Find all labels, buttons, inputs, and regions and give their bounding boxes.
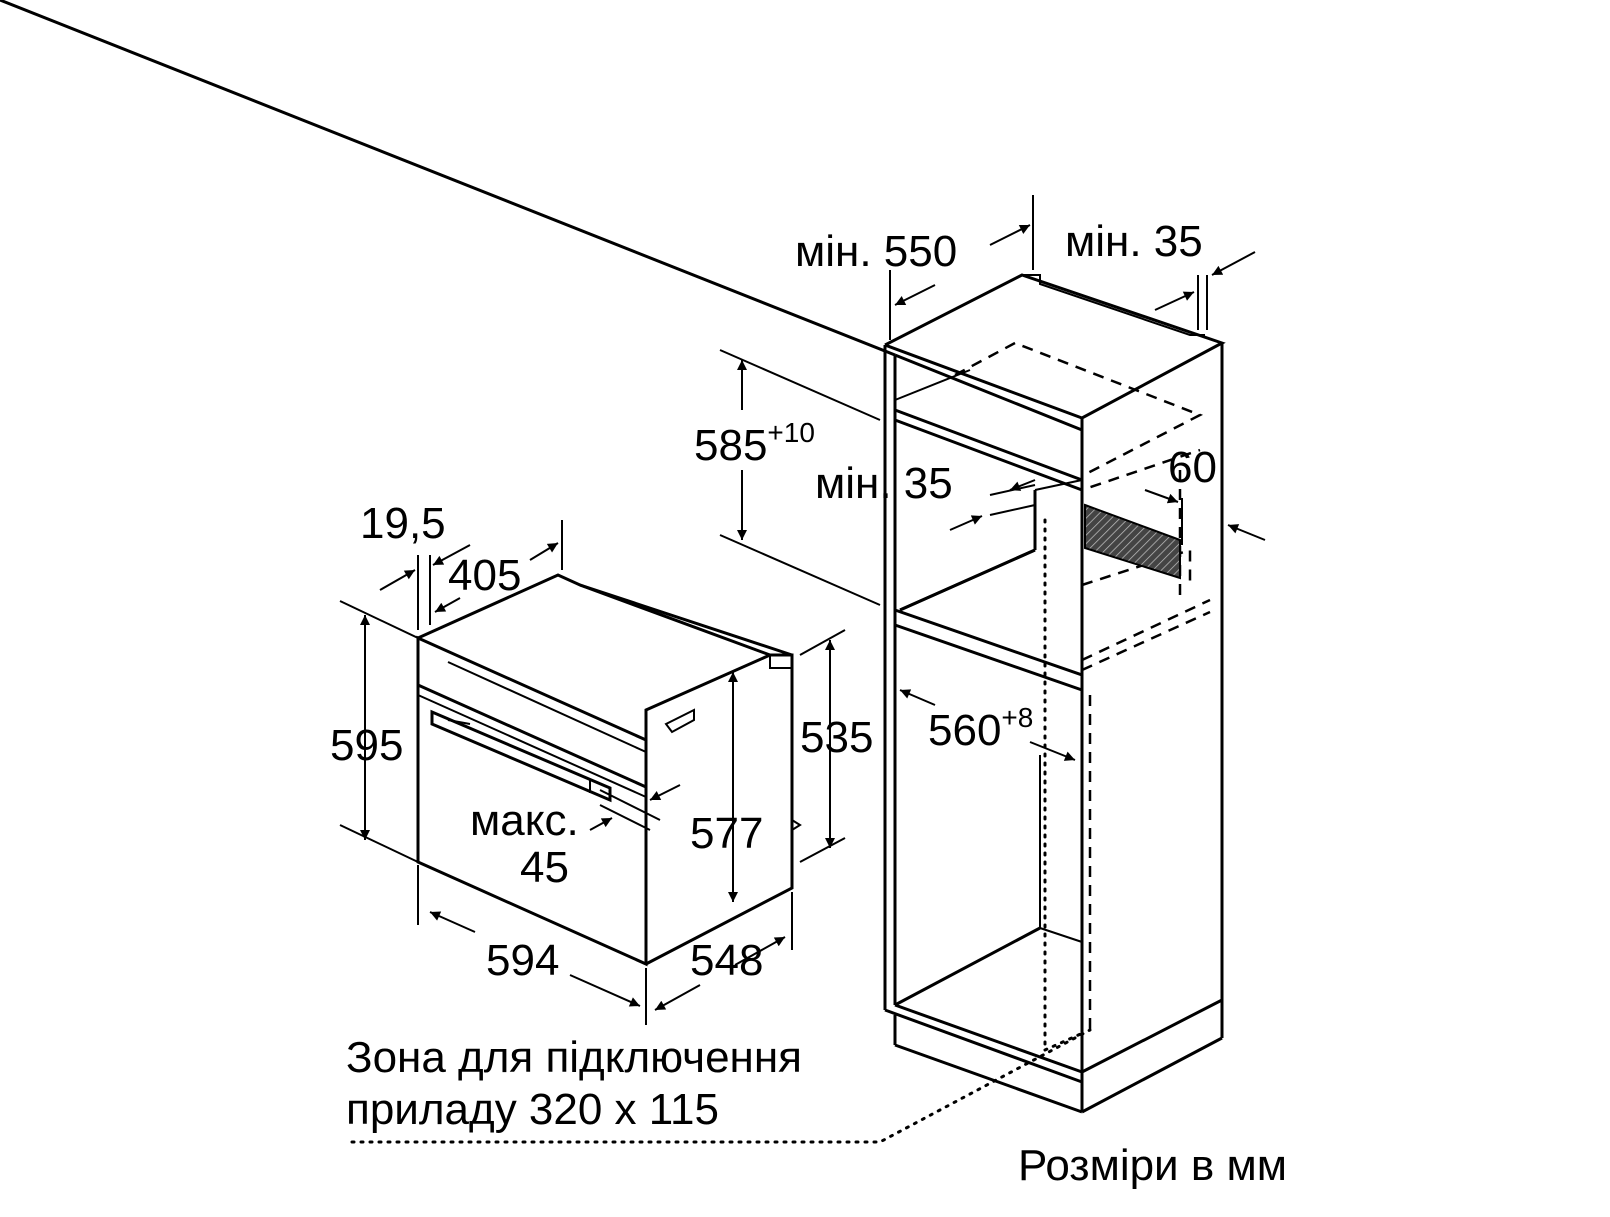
label-max: макс.: [470, 796, 579, 845]
label-oven-height: 595: [330, 721, 403, 770]
cabinet-hidden-lines: [954, 341, 1204, 478]
oven-door-handle: [430, 709, 612, 803]
connection-zone-leader: [350, 1028, 1092, 1144]
label-max-value: 45: [520, 843, 569, 892]
oven-control-panel: [417, 683, 647, 789]
cabinet-drawing: [0, 0, 1226, 1114]
cabinet-top-face: [884, 273, 1226, 420]
label-body-height: 535: [800, 713, 873, 762]
label-door-height: 577: [690, 809, 763, 858]
oven-side-face: [644, 653, 794, 966]
oven-dimension-lines: [339, 520, 846, 1025]
oven-top-face: [417, 573, 793, 657]
label-top-offset: 405: [448, 551, 521, 600]
vent-opening: [1084, 503, 1181, 580]
connection-zone-line2: приладу 320 x 115: [346, 1085, 719, 1134]
label-vent-depth: 60: [1168, 443, 1217, 492]
cabinet-dimension-lines: [719, 195, 1266, 761]
units-note: Розміри в мм: [1018, 1141, 1287, 1190]
label-cavity-height: 585+10: [694, 417, 815, 470]
label-oven-depth: 548: [690, 936, 763, 985]
label-front-panel: 19,5: [360, 499, 446, 548]
dimension-labels: мін. 550 мін. 35 585+10 мін. 35 60 560+8…: [330, 217, 1287, 1190]
connection-zone-line1: Зона для підключення: [346, 1033, 802, 1082]
label-shelf-gap: мін. 35: [815, 459, 953, 508]
label-rear-gap: мін. 35: [1065, 217, 1203, 266]
label-cavity-depth: мін. 550: [795, 227, 957, 276]
label-cavity-width: 560+8: [928, 702, 1033, 755]
label-oven-width: 594: [486, 936, 559, 985]
oven-drawing: [416, 573, 802, 967]
